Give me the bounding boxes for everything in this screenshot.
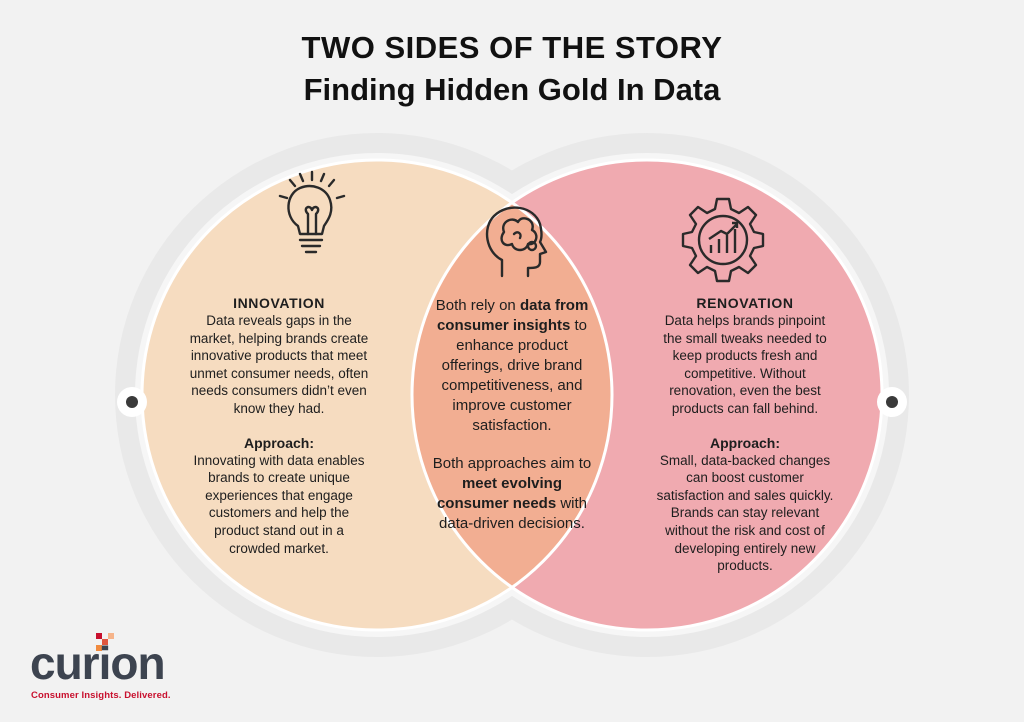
innovation-line: Data reveals gaps in the	[206, 313, 352, 328]
innovation-line: innovative products that meet	[190, 348, 368, 364]
overlap-line: enhance product	[456, 337, 568, 354]
innovation-heading: INNOVATION	[233, 295, 325, 311]
renovation-approach-line: without the risk and cost of	[665, 522, 825, 538]
overlap-line: consumer insights to	[410, 316, 614, 336]
renovation-line: competitive. Without	[684, 365, 806, 381]
logo-pixel	[102, 639, 108, 645]
gear-chart-icon	[681, 197, 765, 283]
innovation-approach-line: customers and help the	[208, 505, 350, 521]
renovation-approach-line: developing entirely new	[674, 540, 816, 556]
renovation-line: products can fall behind.	[671, 400, 819, 416]
overlap-text: with	[560, 495, 588, 512]
renovation-approach-line: Small, data-backed changes	[659, 452, 831, 468]
innovation-block: INNOVATION Data reveals gaps in the mark…	[170, 294, 388, 557]
overlap-block: Both rely on data from consumer insights…	[410, 296, 614, 534]
innovation-line: know they had.	[233, 400, 325, 416]
innovation-approach-line: brands to create unique	[208, 470, 350, 486]
overlap-region	[412, 160, 612, 630]
right-dot	[886, 396, 898, 408]
innovation-approach-heading: Approach:	[244, 434, 314, 451]
renovation-approach-line: satisfaction and sales quickly.	[656, 487, 834, 503]
renovation-approach-heading: Approach:	[710, 434, 780, 451]
innovation-approach-line: experiences that engage	[205, 487, 353, 503]
innovation-line: market, helping brands create	[189, 330, 369, 346]
renovation-line: keep products fresh and	[672, 348, 818, 364]
overlap-bold: data from	[519, 297, 589, 314]
logo-pixel	[96, 633, 102, 639]
renovation-approach-line: products.	[717, 558, 773, 574]
innovation-approach-line: crowded market.	[229, 540, 329, 556]
curion-logo-wordmark: curion	[30, 637, 166, 689]
overlap-text: Both rely on	[435, 297, 516, 314]
renovation-line: the small tweaks needed to	[663, 330, 827, 346]
innovation-approach-line: Innovating with data enables	[193, 452, 365, 468]
left-dot	[126, 396, 138, 408]
lightbulb-icon	[278, 170, 346, 254]
overlap-bold: meet evolving	[461, 475, 563, 492]
overlap-line: Both rely on data from	[410, 296, 614, 316]
title-line-2: Finding Hidden Gold In Data	[303, 72, 721, 107]
renovation-heading: RENOVATION	[696, 295, 794, 311]
overlap-line: consumer needs with	[410, 494, 614, 514]
logo-pixel	[96, 645, 102, 651]
innovation-line: unmet consumer needs, often	[189, 365, 369, 381]
overlap-line: data-driven decisions.	[439, 515, 585, 532]
renovation-approach-line: can boost customer	[686, 470, 804, 486]
overlap-line: Both approaches aim to	[432, 455, 592, 472]
overlap-text: to	[574, 317, 588, 334]
renovation-approach-line: Brands can stay relevant	[670, 505, 820, 521]
renovation-block: RENOVATION Data helps brands pinpoint th…	[634, 294, 856, 575]
overlap-line: improve customer	[452, 397, 572, 414]
overlap-line: offerings, drive brand	[441, 357, 583, 374]
logo-pixel	[108, 633, 114, 639]
overlap-bold: consumer needs	[436, 495, 557, 512]
overlap-line: meet evolving	[410, 474, 614, 494]
overlap-line: satisfaction.	[472, 417, 552, 434]
innovation-line: needs consumers didn’t even	[191, 383, 367, 399]
overlap-bold: consumer insights	[436, 317, 571, 334]
overlap-line: competitiveness, and	[441, 377, 583, 394]
curion-tagline: Consumer Insights. Delivered.	[31, 690, 171, 701]
renovation-line: renovation, even the best	[669, 383, 821, 399]
innovation-approach-line: product stand out in a	[214, 522, 344, 538]
brain-head-icon	[485, 206, 548, 278]
title-line-1: TWO SIDES OF THE STORY	[301, 30, 723, 65]
renovation-line: Data helps brands pinpoint	[664, 313, 826, 328]
